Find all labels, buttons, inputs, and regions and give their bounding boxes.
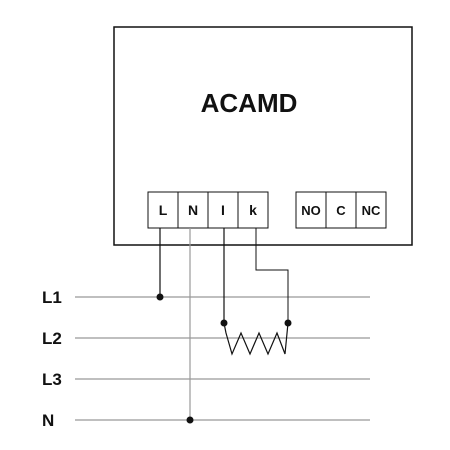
terminal-k bbox=[237, 191, 269, 229]
terminal-n bbox=[177, 191, 209, 229]
connection-wires bbox=[159, 228, 289, 420]
line-label-n: N bbox=[42, 411, 54, 430]
junction-neutral bbox=[186, 416, 194, 424]
terminal-nc bbox=[355, 191, 387, 229]
junction-sensor-right bbox=[284, 319, 292, 327]
terminal-label-l: L bbox=[159, 202, 168, 218]
line-label-l1: L1 bbox=[42, 288, 62, 307]
junction-l1 bbox=[156, 293, 164, 301]
terminal-no bbox=[295, 191, 327, 229]
terminal-label-n: N bbox=[188, 202, 198, 218]
input-terminal-block: L N I k bbox=[147, 191, 269, 229]
current-sensor bbox=[223, 322, 289, 356]
terminal-l bbox=[147, 191, 179, 229]
terminal-label-k: k bbox=[249, 202, 257, 218]
line-label-l2: L2 bbox=[42, 329, 62, 348]
device-title: ACAMD bbox=[201, 88, 298, 118]
terminal-label-nc: NC bbox=[362, 203, 381, 218]
terminal-label-c: C bbox=[336, 203, 346, 218]
resistor-zigzag bbox=[223, 322, 289, 356]
wire-k-to-sensor bbox=[255, 228, 289, 323]
junction-dots bbox=[156, 293, 292, 424]
terminal-label-i: I bbox=[221, 202, 225, 218]
line-label-l3: L3 bbox=[42, 370, 62, 389]
supply-lines: L1 L2 L3 N bbox=[42, 288, 370, 430]
terminal-c bbox=[325, 191, 357, 229]
terminal-label-no: NO bbox=[301, 203, 321, 218]
relay-terminal-block: NO C NC bbox=[295, 191, 387, 229]
junction-sensor-left bbox=[220, 319, 228, 327]
